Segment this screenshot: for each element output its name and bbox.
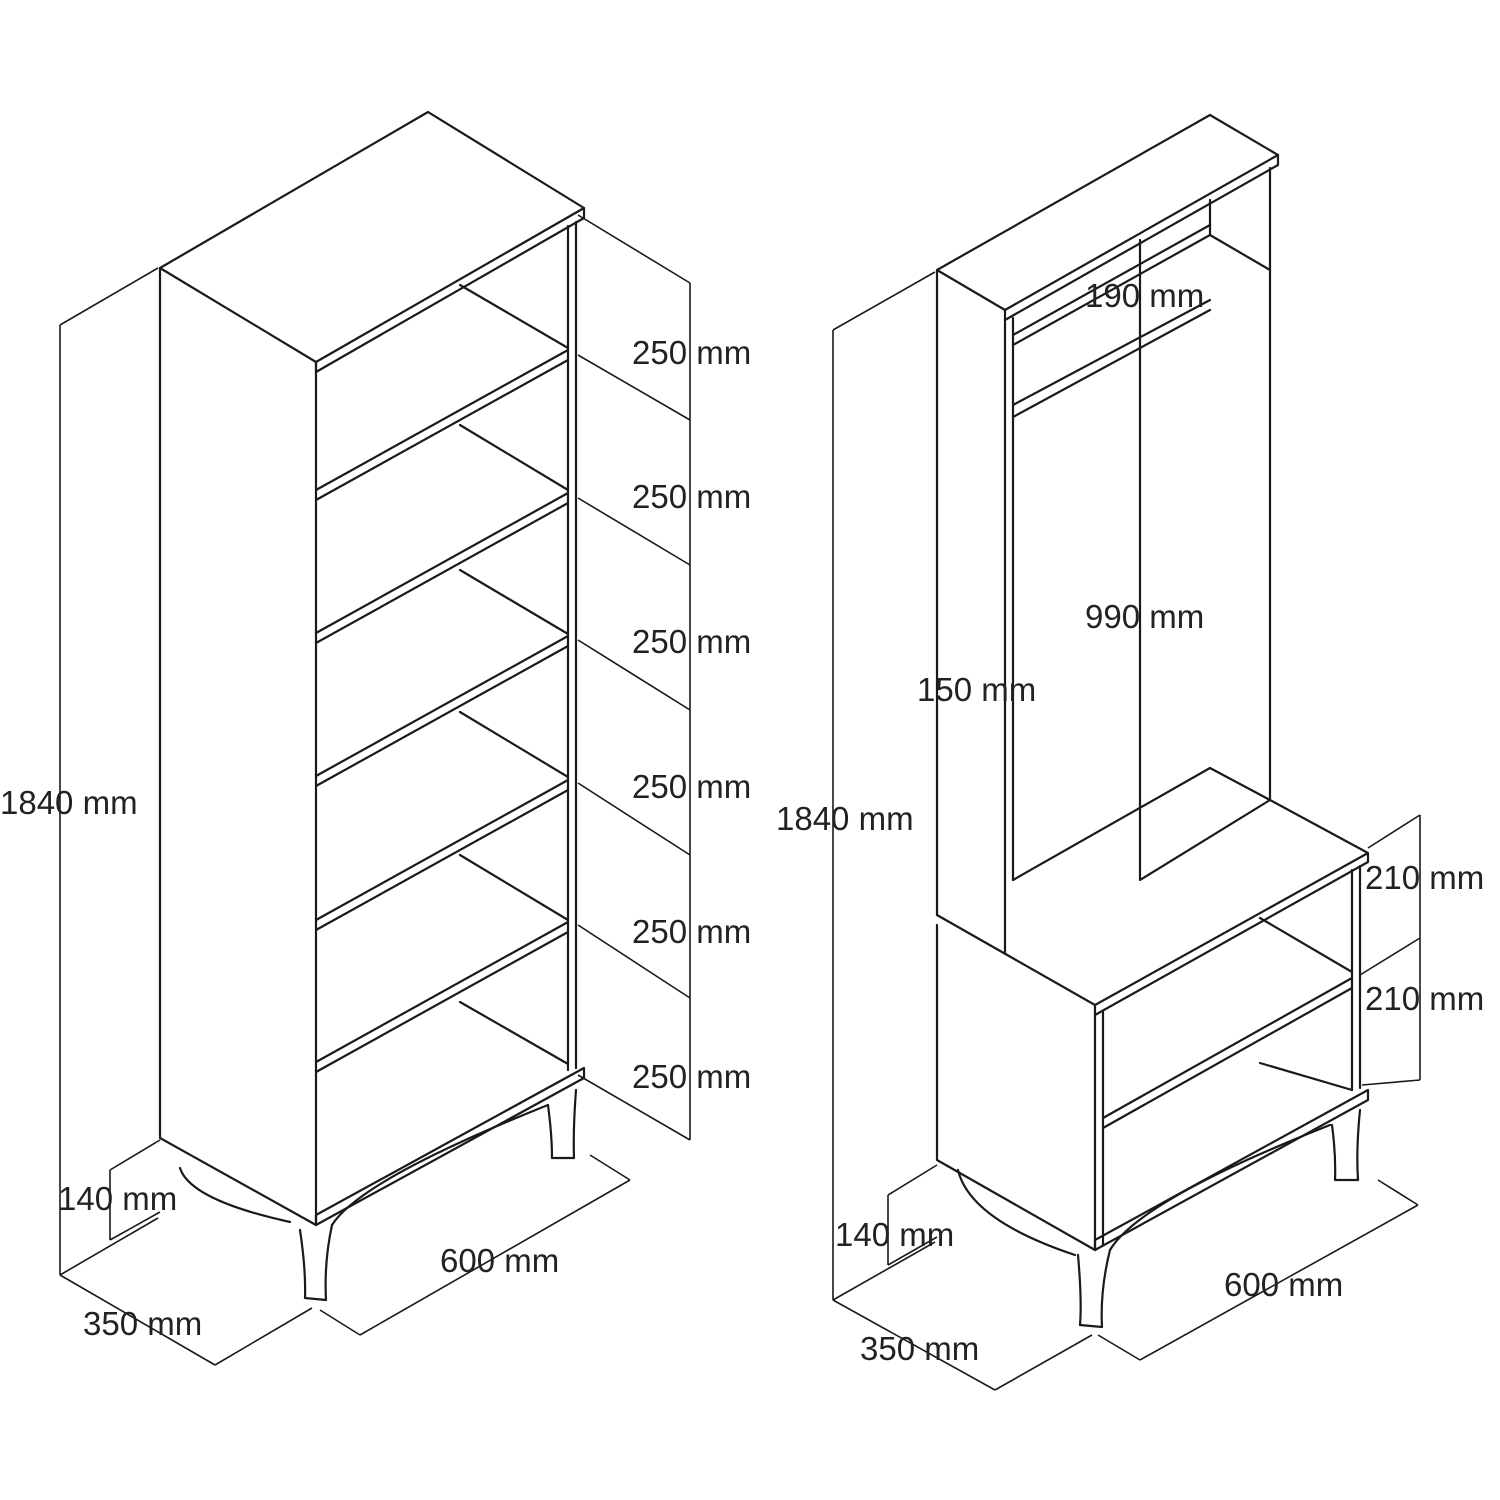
shelf-spacing-label: 250 mm [632, 623, 751, 660]
shelf-spacing-label: 250 mm [632, 334, 751, 371]
hanging-space-label: 990 mm [1085, 598, 1204, 635]
shelf-spacing-label: 250 mm [632, 768, 751, 805]
right-depth-label: 350 mm [860, 1330, 979, 1367]
bookcase-drawing [59, 110, 691, 1366]
side-panel-label: 150 mm [917, 671, 1036, 708]
right-width-label: 600 mm [1224, 1266, 1343, 1303]
left-leg-height-label: 140 mm [58, 1180, 177, 1217]
shelves [314, 283, 570, 1074]
right-leg-height-label: 140 mm [835, 1216, 954, 1253]
shelf-spacing-label: 250 mm [632, 1058, 751, 1095]
bookcase-dimension-lines [59, 214, 691, 1366]
lower-shelf-upper-label: 210 mm [1365, 859, 1484, 896]
right-height-label: 1840 mm [776, 800, 914, 837]
shelf-spacing-label: 250 mm [632, 913, 751, 950]
hallstand-drawing [832, 113, 1421, 1391]
left-width-label: 600 mm [440, 1242, 559, 1279]
legs [178, 1088, 578, 1302]
top-compartment-label: 190 mm [1085, 277, 1204, 314]
left-height-label: 1840 mm [0, 784, 138, 821]
left-depth-label: 350 mm [83, 1305, 202, 1342]
shelf-spacing-label: 250 mm [632, 478, 751, 515]
hallstand-dimension-lines [832, 271, 1421, 1391]
lower-shelf-lower-label: 210 mm [1365, 980, 1484, 1017]
